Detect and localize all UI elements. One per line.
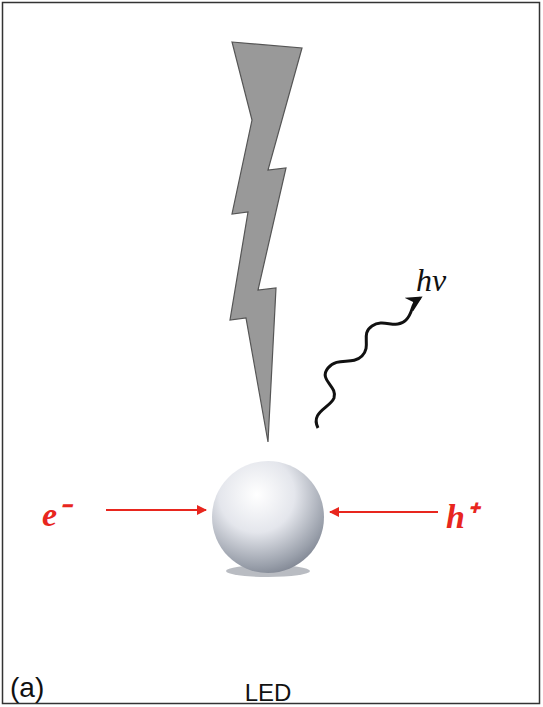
photon-wave xyxy=(316,298,420,428)
panel-letter: (a) xyxy=(10,672,44,704)
hole-label: h⁺ xyxy=(446,492,476,538)
lightning-bolt xyxy=(230,42,302,442)
hole-arrow xyxy=(330,511,438,513)
photon-label: hν xyxy=(416,262,446,299)
panel-border xyxy=(3,3,540,704)
electron-arrow xyxy=(106,509,206,511)
led-sphere: LED xyxy=(198,455,338,705)
node-label: LED xyxy=(198,681,338,705)
sphere-shape xyxy=(198,455,338,705)
electron-label: e⁻ xyxy=(42,490,68,536)
